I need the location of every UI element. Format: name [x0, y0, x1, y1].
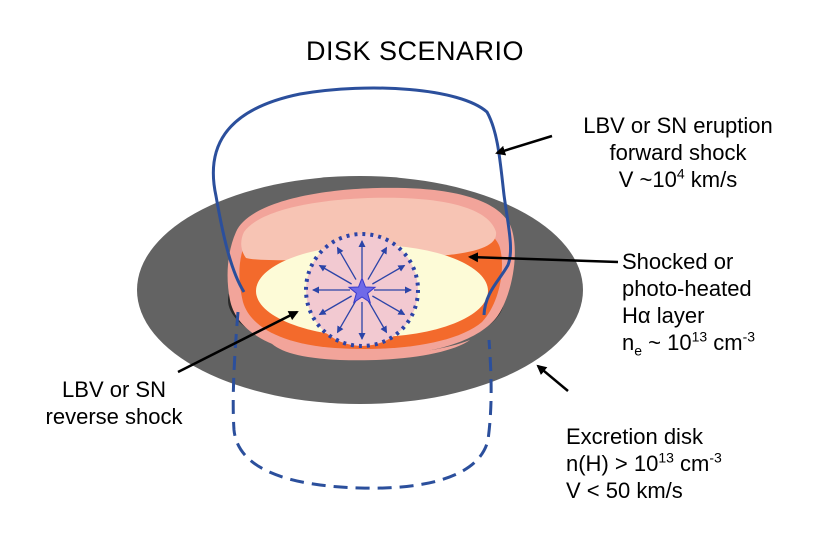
arrow-forward-shock	[495, 134, 553, 156]
diagram-title: DISK SCENARIO	[305, 36, 525, 66]
label-excretion-disk: Excretion disk n(H) > 1013 cm-3 V < 50 k…	[566, 423, 722, 504]
label-ha-layer: Shocked or photo-heated Hα layer ne ~ 10…	[622, 248, 756, 359]
label-forward-shock-line2: forward shock	[609, 140, 747, 165]
label-excretion-disk-line1: Excretion disk	[566, 424, 703, 449]
label-excretion-disk-line2: n(H) > 1013 cm-3	[566, 449, 722, 476]
label-ha-layer-line2: photo-heated	[622, 276, 752, 301]
label-reverse-shock: LBV or SN reverse shock	[14, 376, 214, 430]
outer-rim	[270, 340, 470, 361]
expansion-arrow	[367, 246, 388, 280]
label-forward-shock-line3: V ~104 km/s	[618, 165, 738, 192]
label-forward-shock-line1: LBV or SN eruption	[583, 113, 773, 138]
forward-shock-hidden-outline	[231, 311, 493, 490]
label-ha-layer-line1: Shocked or	[622, 249, 734, 274]
arrow-excretion-disk	[536, 364, 569, 392]
expansion-arrow	[367, 300, 388, 334]
expansion-arrow	[372, 264, 406, 285]
expansion-arrow	[336, 300, 357, 334]
expansion-arrow	[318, 264, 352, 285]
label-reverse-shock-line2: reverse shock	[45, 404, 183, 429]
forward-shock-outline	[211, 86, 513, 316]
central-star-icon	[347, 276, 377, 304]
expansion-arrow	[336, 246, 357, 280]
arrow-reverse-shock	[177, 310, 299, 374]
label-forward-shock: LBV or SN eruption forward shock V ~104 …	[548, 112, 808, 193]
radial-expansion-arrows	[312, 240, 412, 340]
expansion-arrow	[372, 295, 406, 316]
label-ha-layer-line3: Hα layer	[622, 303, 705, 328]
label-excretion-disk-line3: V < 50 km/s	[566, 478, 683, 503]
arrow-ha-layer	[468, 252, 619, 264]
label-ha-layer-line4: ne ~ 1013 cm-3	[622, 328, 756, 359]
inner-glow	[241, 197, 497, 261]
label-reverse-shock-line1: LBV or SN	[62, 377, 166, 402]
expansion-arrow	[318, 295, 352, 316]
